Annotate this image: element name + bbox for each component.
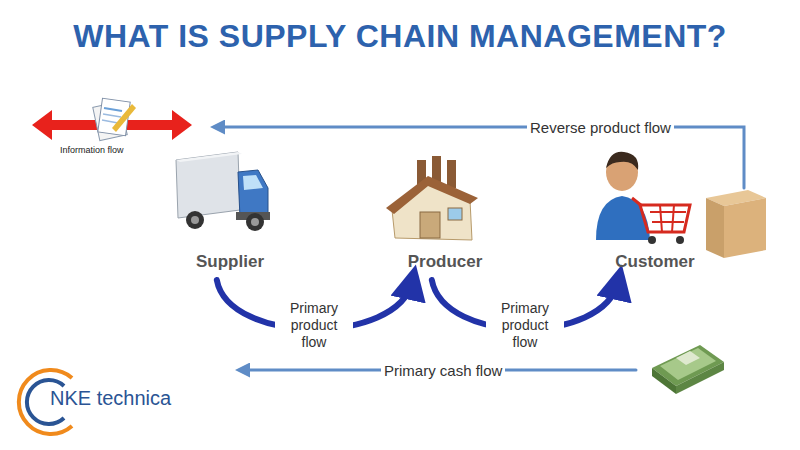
- flow-label: Primary cash flow: [381, 361, 505, 380]
- factory-icon: [386, 156, 478, 240]
- flow-label: Primary product flow: [275, 299, 353, 352]
- flow-label: Reverse product flow: [527, 118, 674, 137]
- actor-label: Customer: [581, 252, 729, 272]
- flow-label: Primary product flow: [486, 299, 564, 352]
- information-flow-label: Information flow: [60, 145, 124, 155]
- information-flow-arrow: [32, 98, 192, 140]
- actor-label: Supplier: [164, 252, 296, 272]
- actor-node: Supplier: [164, 148, 296, 272]
- truck-icon: [176, 152, 270, 231]
- diagram-title: WHAT IS SUPPLY CHAIN MANAGEMENT?: [0, 18, 800, 55]
- company-logo-text: NKE technica: [50, 387, 171, 410]
- actor-label: Producer: [379, 252, 511, 272]
- actor-node: Customer: [581, 148, 729, 272]
- actor-node: Producer: [379, 148, 511, 272]
- money-icon: [652, 345, 724, 394]
- customer-icon: [596, 152, 690, 244]
